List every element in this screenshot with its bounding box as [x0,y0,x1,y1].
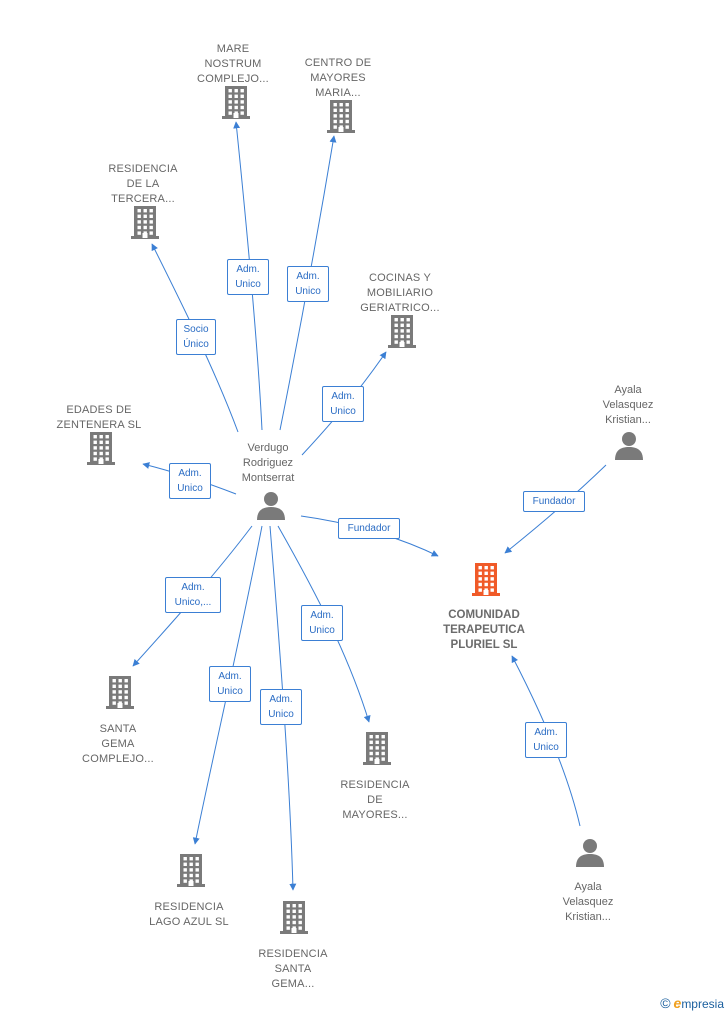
edge-label-verdugo-santa_gema_complejo[interactable]: Adm. Unico,... [165,577,221,613]
edge-label-verdugo-santa_gema[interactable]: Adm. Unico [260,689,302,725]
building-icon-centro[interactable] [327,98,355,139]
node-label-residencia_mayores[interactable]: RESIDENCIA DE MAYORES... [340,779,410,821]
person-icon-verdugo[interactable] [256,490,286,525]
node-label-santa_gema[interactable]: RESIDENCIA SANTA GEMA... [258,948,328,990]
node-label-centro[interactable]: CENTRO DE MAYORES MARIA... [304,57,372,99]
node-label-ayala1[interactable]: Ayala Velasquez Kristian... [602,384,654,426]
node-label-ayala2[interactable]: Ayala Velasquez Kristian... [562,881,614,923]
node-label-mare[interactable]: MARE NOSTRUM COMPLEJO... [197,43,269,85]
edge-label-verdugo-residencia_mayores[interactable]: Adm. Unico [301,605,343,641]
edge-label-ayala2-comunidad[interactable]: Adm. Unico [525,722,567,758]
edge-label-ayala1-comunidad[interactable]: Fundador [523,490,585,512]
copyright-icon: © [660,995,671,1011]
building-icon-residencia_tercera[interactable] [131,204,159,245]
person-icon-ayala2[interactable] [575,837,605,872]
building-icon-edades[interactable] [87,430,115,471]
building-icon-cocinas[interactable] [388,313,416,354]
building-icon-comunidad[interactable] [472,561,500,602]
building-icon-santa_gema[interactable] [280,899,308,940]
edge-label-verdugo-centro[interactable]: Adm. Unico [287,266,329,302]
node-label-lago_azul[interactable]: RESIDENCIA LAGO AZUL SL [149,901,229,928]
node-label-verdugo[interactable]: Verdugo Rodriguez Montserrat [241,442,295,484]
edge-label-verdugo-comunidad[interactable]: Fundador [338,517,400,539]
edge-label-verdugo-cocinas[interactable]: Adm. Unico [322,386,364,422]
node-label-comunidad[interactable]: COMUNIDAD TERAPEUTICA PLURIEL SL [443,609,525,651]
building-icon-santa_gema_complejo[interactable] [106,674,134,715]
edge-label-verdugo-lago_azul[interactable]: Adm. Unico [209,666,251,702]
empresia-logo[interactable]: ©empresia [660,995,724,1011]
node-label-santa_gema_complejo[interactable]: SANTA GEMA COMPLEJO... [82,723,154,765]
node-label-cocinas[interactable]: COCINAS Y MOBILIARIO GERIATRICO... [360,272,440,314]
edge-label-verdugo-residencia_tercera[interactable]: Socio Único [176,319,216,355]
building-icon-lago_azul[interactable] [177,852,205,893]
node-label-residencia_tercera[interactable]: RESIDENCIA DE LA TERCERA... [108,163,178,205]
building-icon-mare[interactable] [222,84,250,125]
node-label-edades[interactable]: EDADES DE ZENTENERA SL [56,404,142,431]
edge-label-verdugo-mare[interactable]: Adm. Unico [227,259,269,295]
building-icon-residencia_mayores[interactable] [363,730,391,771]
person-icon-ayala1[interactable] [614,430,644,465]
edge-label-verdugo-edades[interactable]: Adm. Unico [169,463,211,499]
